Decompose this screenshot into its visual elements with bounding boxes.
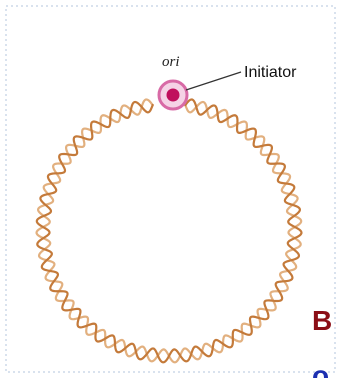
ori-core — [167, 89, 180, 102]
origin-of-replication-icon — [159, 81, 187, 109]
initiator-leader-line — [186, 72, 241, 90]
ori-label: ori — [162, 54, 180, 70]
corner-letter-o: o — [312, 360, 329, 378]
initiator-label: Initiator — [244, 64, 297, 81]
circular-dna-icon — [37, 99, 302, 362]
dna-strand-front — [37, 99, 302, 362]
corner-letter-b: B — [312, 305, 332, 336]
dna-strand-back — [37, 99, 302, 362]
